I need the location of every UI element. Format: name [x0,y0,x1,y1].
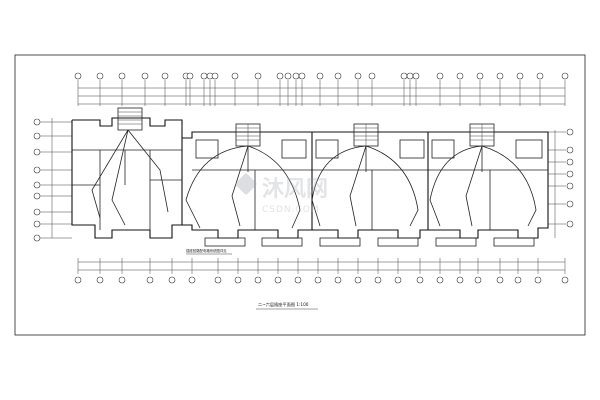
axis-bubble [514,276,522,284]
drawing-border [14,54,586,336]
axis-bubble [354,72,362,80]
axis-bubble [33,166,41,174]
axis-bubble [33,234,41,242]
axis-bubble [161,72,169,80]
axis-bubble [566,200,574,208]
axis-bubble [294,276,302,284]
axis-bubble [566,128,574,136]
axis-bubble [214,276,222,284]
axis-bubble [74,276,82,284]
axis-bubble [118,276,126,284]
axis-bubble [146,276,154,284]
bottom-dimension-lines [78,261,565,271]
axis-bubble [496,72,504,80]
axis-bubble [456,72,464,80]
right-axis-bubbles [548,128,574,228]
axis-bubble [254,276,262,284]
axis-bubble [400,72,408,80]
axis-bubble [141,72,149,80]
axis-bubble [561,276,569,284]
axis-bubble [33,208,41,216]
axis-bubble [254,72,262,80]
axis-bubble [96,72,104,80]
axis-bubble [33,148,41,156]
axis-bubble [561,72,569,80]
axis-bubble [566,158,574,166]
axis-bubble [298,72,306,80]
axis-bubble [188,276,196,284]
watermark-sub-text: CSDN.COM [262,205,320,215]
axis-bubble [234,276,242,284]
axis-bubble [374,276,382,284]
socket-circuits [91,129,537,229]
axis-bubble [33,181,41,189]
axis-bubble [368,72,376,80]
axis-bubble [436,276,444,284]
axis-bubble [436,72,444,80]
axis-bubble [211,72,219,80]
axis-bubble [516,72,524,80]
axis-bubble [566,182,574,190]
axis-bubble [456,276,464,284]
axis-bubble [74,72,82,80]
axis-bubble [200,72,208,80]
axis-bubble [33,118,41,126]
axis-bubble [496,276,504,284]
watermark: 沐风网 CSDN.COM [235,173,328,215]
left-axis-bubbles [33,118,72,242]
axis-bubble [231,72,239,80]
axis-bubble [274,276,282,284]
axis-bubble [284,72,292,80]
axis-bubble [566,220,574,228]
axis-bubble [566,146,574,154]
axis-bubble [316,72,324,80]
axis-bubble [118,72,126,80]
axis-bubble [476,72,484,80]
axis-bubble [412,72,420,80]
axis-bubble [406,72,414,80]
axis-bubble [314,276,322,284]
axis-bubble [416,276,424,284]
drawing-title: 二~六层插座平面图 1:100 [258,301,309,308]
axis-bubble [292,72,300,80]
watermark-main-text: 沐风网 [262,177,328,202]
axis-bubble [334,276,342,284]
stair-3 [469,123,495,147]
axis-bubble [334,72,342,80]
axis-bubble [394,276,402,284]
axis-bubble [96,276,104,284]
axis-bubble [474,276,482,284]
axis-bubble [33,132,41,140]
stair-1 [235,123,261,147]
axis-bubble [168,276,176,284]
axis-bubble [354,276,362,284]
axis-bubble [33,220,41,228]
axis-bubble [186,72,194,80]
top-axis-bubbles [74,72,569,106]
stair-2 [353,123,379,147]
axis-bubble [534,276,542,284]
axis-bubble [566,170,574,178]
top-dimension-lines [78,87,565,105]
bottom-axis-bubbles [74,258,569,284]
axis-bubble [276,72,284,80]
circuit-note: 插座回路配电箱系统图详见 [186,248,227,253]
axis-bubble [33,192,41,200]
axis-bubble [536,72,544,80]
